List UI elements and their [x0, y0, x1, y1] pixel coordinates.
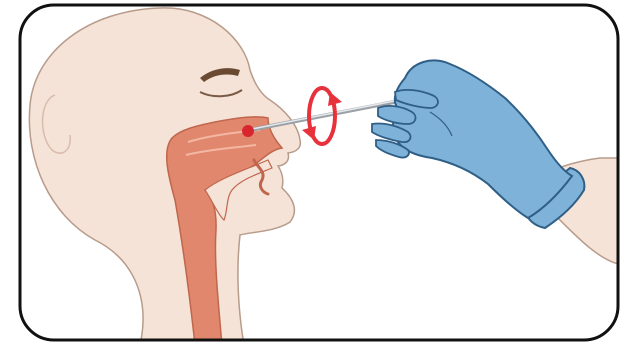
gloved-hand	[393, 60, 572, 218]
head-outline	[29, 8, 300, 345]
swab-tip	[242, 125, 254, 137]
